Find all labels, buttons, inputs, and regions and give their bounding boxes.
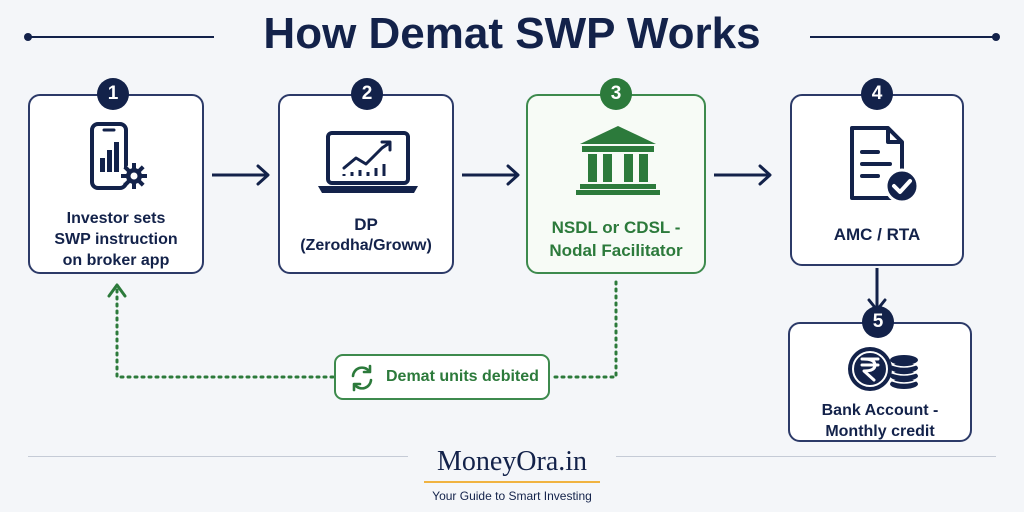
arrow-1-to-2: [212, 164, 270, 186]
step-3-line-2: Nodal Facilitator: [549, 241, 683, 260]
step-3-badge: 3: [600, 78, 632, 110]
step-1-line-2: SWP instruction: [54, 231, 178, 248]
step-3-line-1: NSDL or CDSL -: [551, 218, 681, 237]
arrow-2-to-3: [462, 164, 520, 186]
step-2-label: DP (Zerodha/Groww): [280, 214, 452, 256]
step-4-line-1: AMC / RTA: [833, 225, 921, 244]
brand-tagline: Your Guide to Smart Investing: [432, 489, 592, 503]
step-5-label: Bank Account - Monthly credit: [790, 400, 970, 442]
bank-building-icon: [576, 126, 660, 195]
arrow-3-to-4: [714, 164, 772, 186]
step-4-label: AMC / RTA: [792, 224, 962, 245]
step-card-bank: Bank Account - Monthly credit: [788, 322, 972, 442]
demat-debit-pill: Demat units debited: [334, 354, 550, 400]
document-check-icon: [850, 126, 920, 204]
step-4-badge: 4: [861, 78, 893, 110]
step-5-line-1: Bank Account -: [821, 402, 939, 419]
step-card-amc: AMC / RTA: [790, 94, 964, 266]
step-1-label: Investor sets SWP instruction on broker …: [30, 208, 202, 271]
step-5-line-2: Monthly credit: [825, 423, 935, 440]
page-title: How Demat SWP Works: [263, 9, 761, 58]
step-2-line-1: DP: [354, 215, 378, 234]
brand-underline: [424, 481, 600, 483]
laptop-chart-icon: [318, 131, 418, 193]
rupee-coins-icon: [848, 347, 919, 391]
title-rule-right: [810, 33, 1000, 41]
dotted-return-path: [107, 280, 618, 379]
step-card-investor: Investor sets SWP instruction on broker …: [28, 94, 204, 274]
footer-rule-right: [616, 456, 996, 457]
step-2-line-2: (Zerodha/Groww): [300, 237, 432, 254]
footer-rule-left: [28, 456, 408, 457]
brand-logo: MoneyOra.in: [436, 446, 588, 477]
arrow-4-to-5: [867, 268, 887, 312]
step-1-badge: 1: [97, 78, 129, 110]
step-3-label: NSDL or CDSL - Nodal Facilitator: [528, 216, 704, 262]
step-1-line-3: on broker app: [62, 252, 170, 269]
step-card-depository: NSDL or CDSL - Nodal Facilitator: [526, 94, 706, 274]
step-card-dp: DP (Zerodha/Groww): [278, 94, 454, 274]
step-5-badge: 5: [862, 306, 894, 338]
demat-debit-label: Demat units debited: [386, 368, 539, 385]
smartphone-settings-icon: [90, 122, 147, 190]
title-rule-left: [24, 33, 214, 41]
refresh-icon: [351, 364, 373, 392]
step-2-badge: 2: [351, 78, 383, 110]
step-1-line-1: Investor sets: [66, 210, 166, 227]
